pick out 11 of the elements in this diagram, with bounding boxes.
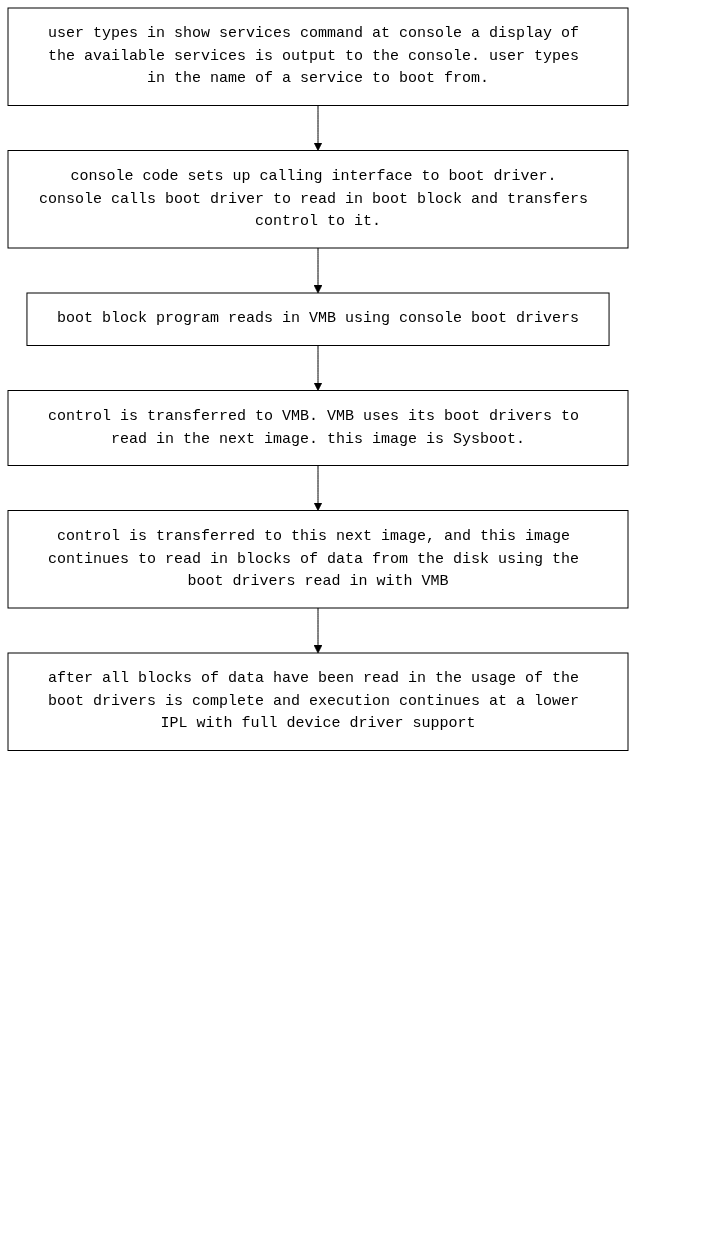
arrow (313, 345, 323, 391)
arrow (313, 105, 323, 151)
arrow (313, 465, 323, 511)
node-box: after all blocks of data have been read in the usage of the boot drivers is complete and execution continues at a lower IPL with full device driver support (7, 652, 629, 751)
node-box: control is transferred to this next image, and this image continues to read in blocks of data from the disk using the boot drivers read in with VMB (7, 510, 629, 609)
node-box: user types in show services command at console a display of the available services is output to the console. user types in the name of a service to boot from. (7, 7, 629, 106)
arrow (313, 247, 323, 294)
node-box: boot block program reads in VMB using console boot drivers (26, 292, 610, 346)
node-box: control is transferred to VMB. VMB uses its boot drivers to read in the next image. this image is Sysboot. (7, 390, 629, 466)
node-box: console code sets up calling interface to boot driver. console calls boot driver to read in boot block and transfers control to it. (7, 150, 629, 249)
arrow (313, 607, 323, 654)
